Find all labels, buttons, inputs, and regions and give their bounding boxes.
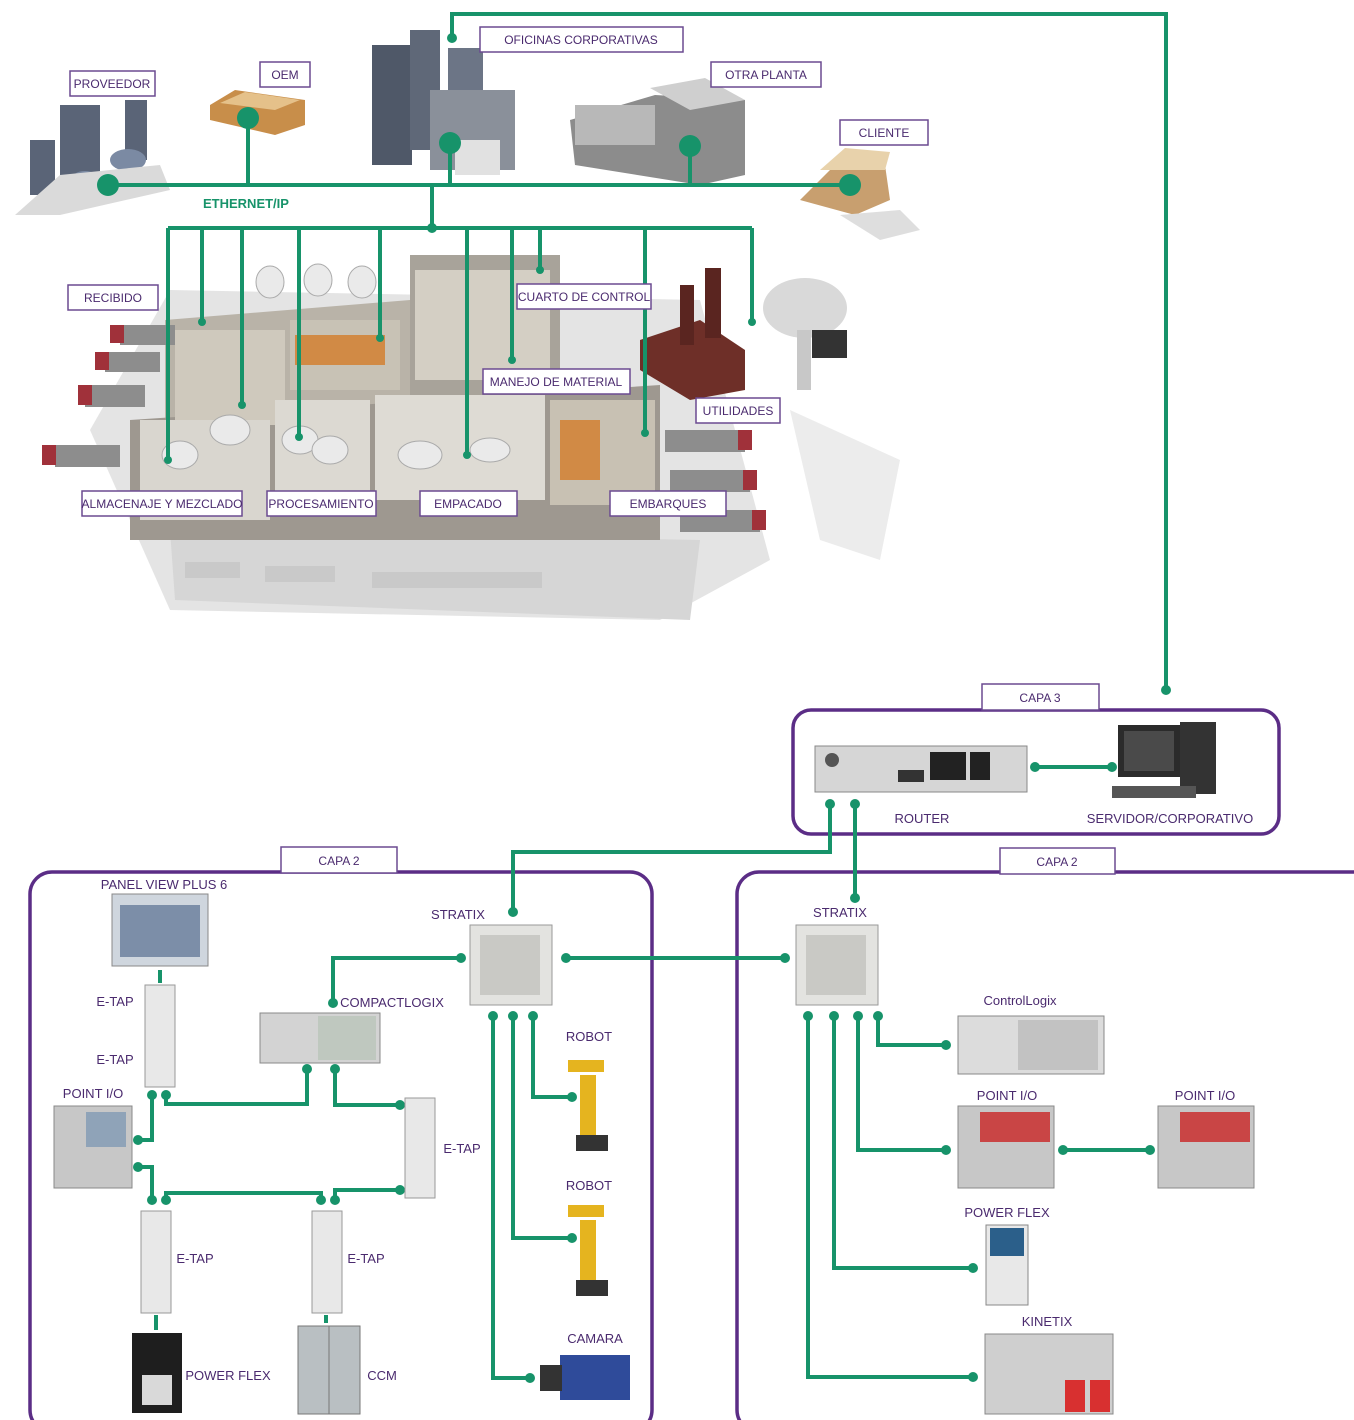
plant-labels	[67, 26, 929, 517]
label-manejo-material: MANEJO DE MATERIAL	[490, 375, 623, 389]
server-computer	[1112, 722, 1216, 798]
controllogix-device	[957, 1015, 1105, 1075]
point-io-right-1-label: POINT I/O	[977, 1088, 1037, 1103]
etap-device-top	[144, 984, 176, 1088]
layer-network-lines	[133, 799, 1155, 1383]
capa2-right-frame: CAPA 2	[735, 847, 1354, 1420]
label-box-cuarto-control	[516, 283, 652, 310]
ccm-label: CCM	[367, 1368, 397, 1383]
label-procesamiento: PROCESAMIENTO	[268, 497, 373, 511]
label-oficinas: OFICINAS CORPORATIVAS	[504, 33, 658, 47]
etap-label-5: E-TAP	[347, 1251, 384, 1266]
stratix-left-device	[469, 924, 553, 1006]
etap-label-1: E-TAP	[96, 994, 133, 1009]
power-flex-left-label: POWER FLEX	[185, 1368, 271, 1383]
kinetix-device	[984, 1333, 1114, 1415]
panel-view-device	[111, 893, 209, 967]
label-box-utilidades	[695, 397, 781, 424]
label-empacado: EMPACADO	[434, 497, 502, 511]
label-box-cliente	[839, 119, 929, 146]
point-io-left-label: POINT I/O	[63, 1086, 123, 1101]
label-box-otra-planta	[710, 61, 822, 88]
plant-network-lines: ETHERNET/IP	[97, 12, 1171, 695]
servidor-label: SERVIDOR/CORPORATIVO	[1087, 811, 1253, 826]
etap-device-bottom-right	[311, 1210, 343, 1314]
controllogix-label: ControlLogix	[984, 993, 1057, 1008]
label-box-proveedor	[69, 70, 156, 97]
label-otra-planta: OTRA PLANTA	[725, 68, 807, 82]
etap-device-mid	[404, 1097, 436, 1199]
label-cuarto-control: CUARTO DE CONTROL	[518, 290, 651, 304]
stratix-right-label: STRATIX	[813, 905, 867, 920]
label-almacenaje: ALMACENAJE Y MEZCLADO	[82, 497, 243, 511]
router-device	[814, 745, 1028, 793]
label-cliente: CLIENTE	[859, 126, 910, 140]
robot-1-device	[568, 1060, 608, 1151]
point-io-right-1-device	[957, 1105, 1055, 1189]
label-embarques: EMBARQUES	[630, 497, 707, 511]
ccm-device	[297, 1325, 361, 1415]
router-label: ROUTER	[895, 811, 950, 826]
right-devices	[795, 924, 1255, 1415]
compactlogix-device	[259, 1012, 381, 1064]
kinetix-label: KINETIX	[1022, 1314, 1073, 1329]
capa2-left-frame: CAPA 2	[28, 846, 654, 1420]
capa3-frame: CAPA 3 ROUTER SERVIDOR/CORPORATIVO	[791, 683, 1281, 836]
ethernet-ip-label: ETHERNET/IP	[203, 196, 289, 211]
label-oem: OEM	[271, 68, 298, 82]
etap-label-3: E-TAP	[443, 1141, 480, 1156]
label-box-embarques	[609, 490, 727, 517]
label-box-oficinas	[479, 26, 684, 53]
point-io-right-2-device	[1157, 1105, 1255, 1189]
robot-2-label: ROBOT	[566, 1178, 612, 1193]
power-flex-right-device	[985, 1224, 1029, 1306]
label-box-empacado	[419, 490, 518, 517]
label-box-procesamiento	[266, 490, 377, 517]
capa2-right-title: CAPA 2	[1036, 855, 1077, 869]
device-labels: PANEL VIEW PLUS 6 STRATIX COMPACTLOGIX E…	[63, 877, 1235, 1383]
label-proveedor: PROVEEDOR	[74, 77, 151, 91]
label-box-almacenaje	[81, 490, 243, 517]
plant-label-texts: OFICINAS CORPORATIVAS PROVEEDOR OEM OTRA…	[74, 33, 910, 511]
camera-device	[540, 1355, 630, 1400]
stratix-left-label: STRATIX	[431, 907, 485, 922]
label-box-manejo-material	[482, 368, 631, 395]
power-flex-left-device	[132, 1333, 182, 1413]
robot-2-device	[568, 1205, 608, 1296]
point-io-right-2-label: POINT I/O	[1175, 1088, 1235, 1103]
label-box-recibido	[67, 284, 159, 311]
camara-label: CAMARA	[567, 1331, 623, 1346]
left-devices	[53, 893, 630, 1415]
label-recibido: RECIBIDO	[84, 291, 142, 305]
label-box-oem	[259, 61, 311, 88]
capa3-title: CAPA 3	[1019, 691, 1060, 705]
power-flex-right-label: POWER FLEX	[964, 1205, 1050, 1220]
stratix-right-device	[795, 924, 879, 1006]
etap-label-4: E-TAP	[176, 1251, 213, 1266]
capa2-left-title: CAPA 2	[318, 854, 359, 868]
robot-1-label: ROBOT	[566, 1029, 612, 1044]
label-utilidades: UTILIDADES	[703, 404, 774, 418]
panel-view-label: PANEL VIEW PLUS 6	[101, 877, 227, 892]
compactlogix-label: COMPACTLOGIX	[340, 995, 444, 1010]
etap-label-2: E-TAP	[96, 1052, 133, 1067]
etap-device-bottom-left	[140, 1210, 172, 1314]
point-io-left-device	[53, 1105, 133, 1189]
